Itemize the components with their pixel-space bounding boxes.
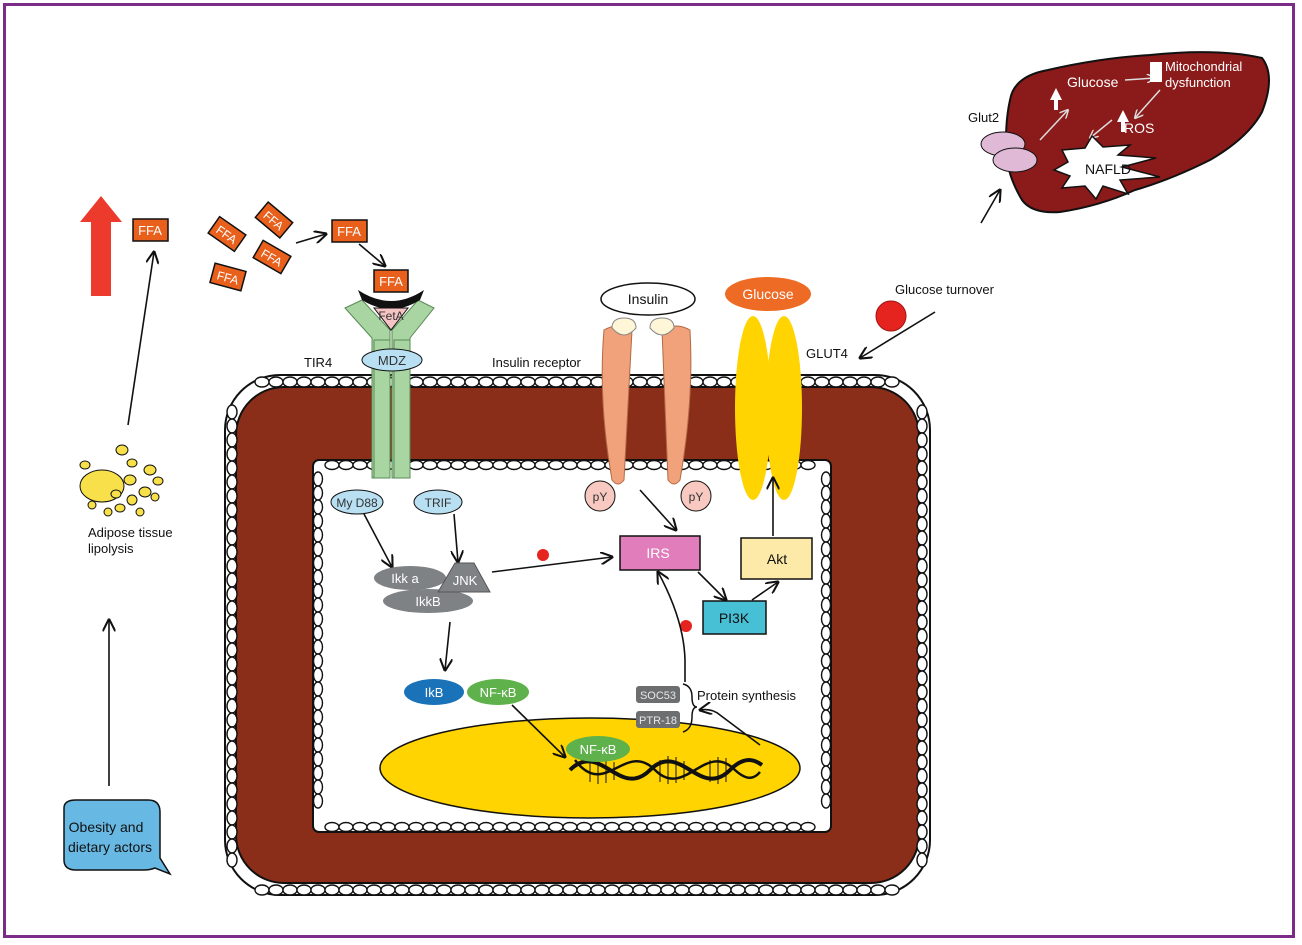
ros-label: ROS <box>1124 120 1154 136</box>
svg-text:pY: pY <box>593 490 608 504</box>
glucose-turnover-dot <box>876 301 906 331</box>
ikka-node: Ikk a <box>374 566 446 590</box>
svg-text:FFA: FFA <box>379 274 403 289</box>
svg-text:NF-κB: NF-κB <box>580 742 617 757</box>
glut4-label: GLUT4 <box>806 346 848 361</box>
tir4-label: TIR4 <box>304 355 332 370</box>
trif-node: TRIF <box>414 490 462 514</box>
adipose-label-line1: Adipose tissue <box>88 525 173 540</box>
svg-text:Insulin: Insulin <box>628 291 668 307</box>
adipose-lipid-icon <box>80 445 163 516</box>
ffa-cluster: FFA FFA FFA FFA <box>208 202 293 291</box>
socs3-node: SOC53 <box>636 686 680 703</box>
svg-text:PI3K: PI3K <box>719 610 750 626</box>
protein-synthesis-label: Protein synthesis <box>697 688 796 703</box>
nfkb-node: NF-κB <box>467 679 529 705</box>
obesity-speech-bubble: Obesity and dietary actors <box>64 800 170 874</box>
insulin-receptor-label: Insulin receptor <box>492 355 582 370</box>
py-node-right: pY <box>681 481 711 511</box>
mito-bar-icon <box>1150 62 1162 82</box>
svg-text:pY: pY <box>689 490 704 504</box>
svg-text:JNK: JNK <box>453 573 478 588</box>
svg-text:Akt: Akt <box>767 551 787 567</box>
svg-text:NF-κB: NF-κB <box>480 685 517 700</box>
svg-text:MDZ: MDZ <box>378 353 406 368</box>
irs-node: IRS <box>620 536 700 570</box>
inhibition-dot <box>537 549 549 561</box>
mito-label-line1: Mitochondrial <box>1165 59 1242 74</box>
glut2-uptake-arrow <box>981 190 1000 223</box>
ffa-bound: FFA <box>374 270 408 292</box>
myd88-node: My D88 <box>331 490 383 514</box>
mito-label-line2: dysfunction <box>1165 75 1231 90</box>
svg-text:IRS: IRS <box>646 545 669 561</box>
ffa-cluster-arrow <box>296 234 326 243</box>
svg-text:IkkB: IkkB <box>415 594 440 609</box>
ikb-node: IkB <box>404 679 464 705</box>
ffa-binding-arrow <box>359 244 385 266</box>
svg-text:FFA: FFA <box>138 223 162 238</box>
glut2-label: Glut2 <box>968 110 999 125</box>
svg-text:NAFLD: NAFLD <box>1085 161 1131 177</box>
pi3k-node: PI3K <box>703 601 766 634</box>
svg-text:IkB: IkB <box>425 685 444 700</box>
ffa-free: FFA <box>332 220 367 242</box>
svg-text:Glucose: Glucose <box>742 286 794 302</box>
py-node-left: pY <box>585 481 615 511</box>
ptr18-node: PTR-18 <box>636 711 680 728</box>
svg-text:FetA: FetA <box>378 309 403 323</box>
svg-text:PTR-18: PTR-18 <box>639 715 677 727</box>
glucose-turnover-label: Glucose turnover <box>895 282 995 297</box>
insulin-ligand: Insulin <box>601 283 695 315</box>
svg-text:Ikk a: Ikk a <box>391 571 419 586</box>
lipolysis-to-ffa-arrow <box>128 252 154 425</box>
svg-text:dietary actors: dietary actors <box>68 839 152 855</box>
liver-glucose-label: Glucose <box>1067 74 1119 90</box>
adipose-label-line2: lipolysis <box>88 541 134 556</box>
svg-text:My D88: My D88 <box>336 496 378 510</box>
mdz-node: MDZ <box>362 349 422 371</box>
akt-node: Akt <box>741 538 812 579</box>
ffa-plasma: FFA <box>133 219 168 241</box>
svg-text:FFA: FFA <box>337 224 361 239</box>
nfkb-nuclear-node: NF-κB <box>566 736 630 762</box>
svg-text:TRIF: TRIF <box>425 496 452 510</box>
svg-text:Obesity and: Obesity and <box>69 819 144 835</box>
ikkb-node: IkkB <box>383 589 473 613</box>
increase-arrow-icon <box>80 196 122 296</box>
svg-text:SOC53: SOC53 <box>640 690 676 702</box>
glucose-molecule: Glucose <box>725 277 811 311</box>
